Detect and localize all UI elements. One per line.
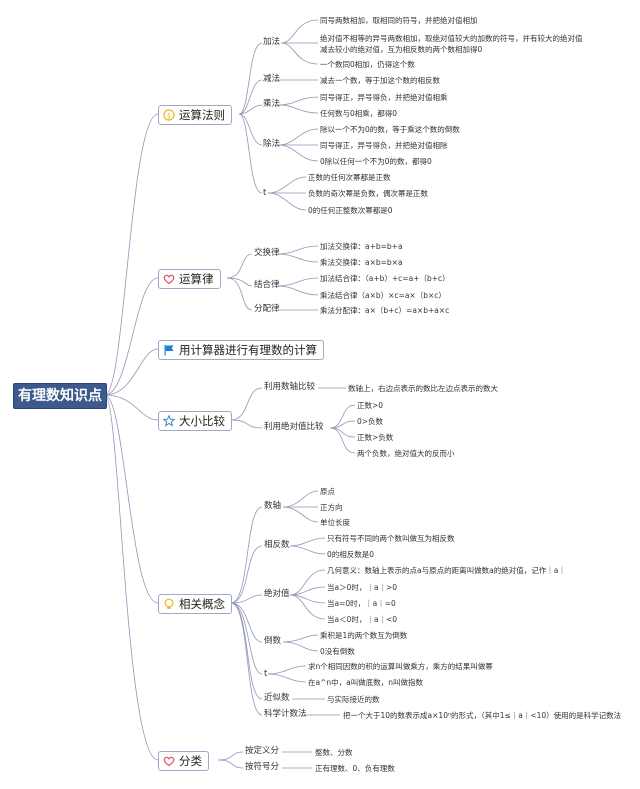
branch-classification[interactable]: 分类 — [158, 751, 209, 771]
branch-label: 运算法则 — [179, 108, 225, 122]
ops-div-rule-1[interactable]: 除以一个不为0的数，等于乘这个数的倒数 — [320, 125, 460, 134]
ops-sub-label[interactable]: 减法 — [263, 74, 281, 84]
branch-label: 用计算器进行有理数的计算 — [179, 343, 317, 357]
root-node[interactable]: 有理数知识点 — [13, 383, 107, 409]
concepts-axis-rule-1[interactable]: 原点 — [320, 487, 335, 496]
ops-add-rule-2b[interactable]: 减去较小的绝对值，互为相反数的两个数相加得0 — [320, 45, 483, 54]
ops-pow-rule-2[interactable]: 负数的奇次幂是负数，偶次幂是正数 — [308, 189, 428, 198]
branch-label: 分类 — [179, 754, 202, 768]
concepts-approx-rule-1[interactable]: 与实际接近的数 — [327, 695, 380, 704]
classify-sign-rule-1[interactable]: 正有理数、0、负有理数 — [315, 764, 395, 773]
concepts-abs-label[interactable]: 绝对值 — [264, 589, 290, 599]
branch-label: 相关概念 — [179, 597, 225, 611]
concepts-approx-label[interactable]: 近似数 — [264, 693, 290, 703]
svg-text:§: § — [167, 112, 171, 120]
concepts-sci-rule-1[interactable]: 把一个大于10的数表示成a×10ⁿ的形式，（其中1≤｜a｜<10）使用的是科学记… — [343, 711, 622, 720]
ops-mul-rule-1[interactable]: 同号得正，异号得负，并把绝对值相乘 — [320, 93, 448, 102]
concepts-pow-rule-2[interactable]: 在a^n中，a叫做底数，n叫做指数 — [308, 678, 423, 687]
branch-label: 运算律 — [179, 272, 214, 286]
branch-calculator[interactable]: 用计算器进行有理数的计算 — [158, 340, 324, 360]
ops-pow-rule-3[interactable]: 0的任何正整数次幂都是0 — [308, 206, 393, 215]
laws-comm-rule-2[interactable]: 乘法交换律：a×b=b×a — [320, 258, 403, 267]
laws-dist-label[interactable]: 分配律 — [254, 304, 280, 314]
concepts-opp-rule-2[interactable]: 0的相反数是0 — [327, 550, 375, 559]
ops-sub-rule-1[interactable]: 减去一个数，等于加这个数的相反数 — [320, 76, 440, 85]
ops-mul-label[interactable]: 乘法 — [263, 99, 281, 109]
ops-div-rule-2[interactable]: 同号得正，异号得负，并把绝对值相除 — [320, 141, 448, 150]
concepts-pow-label[interactable]: t — [264, 669, 268, 679]
branch-operation-laws[interactable]: 运算律 — [158, 269, 221, 289]
branch-concepts[interactable]: 相关概念 — [158, 594, 232, 614]
concepts-recip-rule-2[interactable]: 0没有倒数 — [320, 647, 355, 656]
ops-pow-label[interactable]: t — [263, 188, 267, 198]
heart-icon — [163, 756, 175, 767]
ops-add-rule-1[interactable]: 同号两数相加，取相同的符号，并把绝对值相加 — [320, 16, 478, 25]
laws-comm-label[interactable]: 交换律 — [254, 248, 280, 258]
concepts-sci-label[interactable]: 科学计数法 — [264, 709, 307, 719]
laws-assoc-label[interactable]: 结合律 — [254, 280, 280, 290]
branch-comparison[interactable]: 大小比较 — [158, 411, 232, 431]
classify-def-rule-1[interactable]: 整数、分数 — [315, 748, 353, 757]
laws-assoc-rule-2[interactable]: 乘法结合律（a×b）×c=a×（b×c） — [320, 291, 446, 300]
ops-div-rule-3[interactable]: 0除以任何一个不为0的数，都得0 — [320, 157, 432, 166]
concepts-recip-rule-1[interactable]: 乘积是1的两个数互为倒数 — [320, 631, 408, 640]
compare-abs-rule-1[interactable]: 正数>0 — [357, 401, 384, 410]
concepts-pow-rule-1[interactable]: 求n个相同因数的积的运算叫做乘方，乘方的结果叫做幂 — [308, 662, 493, 671]
ops-add-label[interactable]: 加法 — [263, 37, 281, 47]
concepts-opp-label[interactable]: 相反数 — [264, 540, 290, 550]
concepts-axis-label[interactable]: 数轴 — [264, 501, 282, 511]
compare-abs-rule-3[interactable]: 正数>负数 — [357, 433, 394, 442]
concepts-opp-rule-1[interactable]: 只有符号不同的两个数叫做互为相反数 — [327, 534, 455, 543]
laws-dist-rule-1[interactable]: 乘法分配律：a×（b+c）=a×b+a×c — [320, 306, 450, 315]
flag-icon — [164, 345, 174, 356]
compare-abs-rule-2[interactable]: 0>负数 — [357, 417, 384, 426]
heart-icon — [163, 274, 175, 285]
bulb-icon — [164, 598, 174, 609]
compare-axis-rule-1[interactable]: 数轴上，右边点表示的数比左边点表示的数大 — [348, 384, 498, 393]
classify-sign-label[interactable]: 按符号分 — [245, 762, 280, 772]
rule-icon: § — [163, 109, 175, 121]
branch-operation-rules[interactable]: § 运算法则 — [158, 105, 232, 125]
concepts-axis-rule-2[interactable]: 正方向 — [320, 503, 343, 512]
compare-abs-label[interactable]: 利用绝对值比较 — [264, 422, 324, 432]
branch-label: 大小比较 — [179, 414, 225, 428]
classify-def-label[interactable]: 按定义分 — [245, 746, 280, 756]
ops-add-rule-3[interactable]: 一个数同0相加，仍得这个数 — [320, 60, 415, 69]
concepts-abs-rule-3[interactable]: 当a=0时，｜a｜=0 — [327, 599, 396, 608]
laws-assoc-rule-1[interactable]: 加法结合律：（a+b）+c=a+（b+c） — [320, 274, 450, 283]
ops-mul-rule-2[interactable]: 任何数与0相乘，都得0 — [320, 109, 398, 118]
concepts-recip-label[interactable]: 倒数 — [264, 636, 282, 646]
laws-comm-rule-1[interactable]: 加法交换律：a+b=b+a — [320, 242, 403, 251]
concepts-abs-rule-4[interactable]: 当a＜0时，｜a｜<0 — [327, 615, 398, 624]
concepts-axis-rule-3[interactable]: 单位长度 — [320, 518, 350, 527]
concepts-abs-rule-2[interactable]: 当a＞0时，｜a｜>0 — [327, 583, 398, 592]
compare-abs-rule-4[interactable]: 两个负数，绝对值大的反而小 — [357, 449, 455, 458]
star-icon — [163, 415, 175, 427]
ops-add-rule-2a[interactable]: 绝对值不相等的异号两数相加，取绝对值较大的加数的符号，并有较大的绝对值 — [320, 34, 583, 43]
ops-pow-rule-1[interactable]: 正数的任何次幂都是正数 — [308, 173, 391, 182]
ops-div-label[interactable]: 除法 — [263, 139, 281, 149]
concepts-abs-rule-1[interactable]: 几何意义：数轴上表示的点a与原点的距离叫做数a的绝对值，记作｜a｜ — [327, 566, 566, 575]
compare-axis-label[interactable]: 利用数轴比较 — [264, 382, 316, 392]
